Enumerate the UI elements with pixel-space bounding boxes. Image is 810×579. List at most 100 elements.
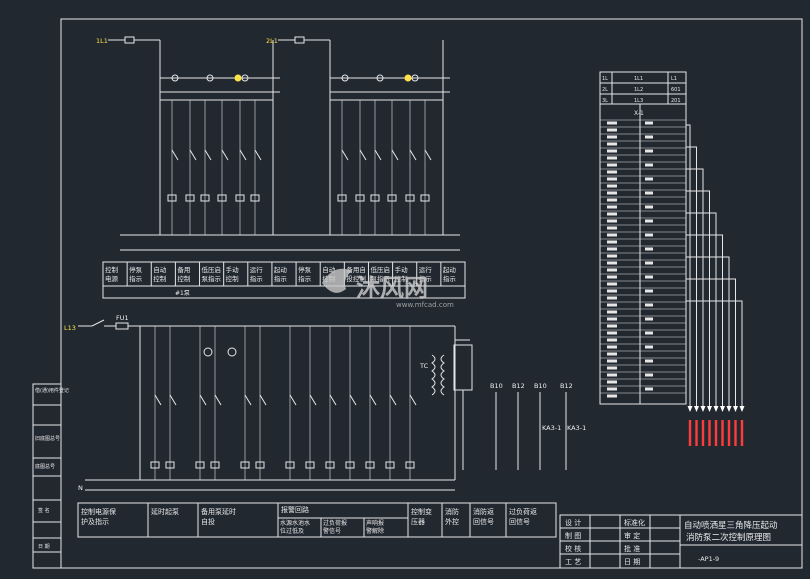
- upper-strip-cell: 运行指示: [419, 265, 433, 283]
- terminal-mark: [607, 352, 617, 356]
- terminal-mark: [645, 135, 653, 139]
- terminal-mark: [645, 359, 653, 363]
- terminal-mark: [607, 184, 617, 188]
- terminal-mark: [607, 366, 617, 370]
- upper-strip-cell: 停泵指示: [298, 265, 312, 283]
- drawing-title-line1: 自动喷洒星三角降压起动: [684, 520, 778, 531]
- term-head-b: 1L2: [634, 87, 643, 93]
- lower-contact: [389, 394, 397, 406]
- signal-label-red: [688, 420, 692, 446]
- label-b2: B12: [512, 382, 525, 390]
- terminal-mark: [645, 345, 653, 349]
- lower-contact: [214, 394, 222, 406]
- watermark-sub: www.mfcad.com: [396, 301, 454, 309]
- upper-lamp: [234, 74, 242, 82]
- terminal-mark: [645, 163, 653, 167]
- lower-coil: [385, 461, 395, 469]
- signal-arrow: [700, 406, 706, 412]
- upper-contact: [391, 149, 399, 161]
- lower-coil: [210, 461, 220, 469]
- terminal-mark: [607, 198, 617, 202]
- terminal-rows: [600, 119, 686, 398]
- terminal-mark: [607, 345, 617, 349]
- terminal-mark: [607, 310, 617, 314]
- drawing-title-line2: 消防泵二次控制原理图: [686, 532, 771, 543]
- signal-arrow: [694, 406, 699, 412]
- terminal-mark: [607, 135, 617, 139]
- selector-terminal: [171, 74, 179, 82]
- term-head-a: 3L: [602, 98, 608, 104]
- terminal-mark: [645, 191, 653, 195]
- signal-label-red: [708, 420, 711, 446]
- terminal-mark: [607, 359, 617, 363]
- upper-coil: [235, 194, 245, 202]
- upper-coil: [337, 194, 347, 202]
- alarm-sub-cell: 过负荷报警信号: [323, 519, 347, 535]
- terminal-mark: [607, 205, 617, 209]
- upper-coil: [200, 194, 210, 202]
- upper-strip-cell: 起动指示: [443, 266, 457, 283]
- upper-strip-cell: 低压启泵指示: [202, 265, 222, 283]
- terminal-mark: [645, 275, 653, 279]
- terminal-table: [599, 71, 687, 405]
- upper-coil: [405, 194, 415, 202]
- signal-arrow: [720, 406, 725, 412]
- signal-arrow: [726, 406, 732, 412]
- signal-label-red: [695, 420, 698, 446]
- terminal-mark: [607, 275, 617, 279]
- lower-strip-cells: 控制电源保护及指示延时起泵备用泵延时自投报警回路控制变压器消防外控消防返回信号过…: [81, 503, 537, 537]
- stamp-4: 签 名: [38, 507, 50, 514]
- label-b4: B12: [560, 382, 573, 390]
- terminal-mark: [607, 191, 617, 195]
- lower-coil: [150, 461, 160, 469]
- upper-coil: [387, 194, 397, 202]
- terminal-mark: [607, 380, 617, 384]
- upper-strip-cell: 手动控制: [226, 265, 240, 283]
- upper-contact: [341, 149, 349, 161]
- lower-coil: [240, 461, 250, 469]
- terminal-mark: [645, 121, 653, 125]
- terminal-mark: [607, 303, 617, 307]
- upper-contact: [424, 149, 432, 161]
- lower-contact: [259, 394, 267, 406]
- signal-arrow: [739, 406, 745, 412]
- title-cell-label: 标准化: [624, 518, 645, 527]
- terminal-mark: [607, 394, 617, 398]
- title-rows: 设 计标准化制 图审 定校 核批 准工 艺日 期: [565, 518, 645, 566]
- terminal-mark: [607, 170, 617, 174]
- lower-coil: [165, 461, 175, 469]
- term-head-c: 601: [671, 87, 681, 93]
- upper-contact: [254, 149, 262, 161]
- signal-line: [686, 168, 704, 408]
- lower-contact: [329, 394, 337, 406]
- lower-lamp: [203, 347, 213, 357]
- selector-terminal: [411, 74, 419, 82]
- lower-coil: [345, 461, 355, 469]
- alarm-sub-cell: 声响报警解除: [366, 519, 384, 535]
- terminal-mark: [607, 261, 617, 265]
- signal-arrow: [707, 406, 712, 412]
- lower-strip-cell: 报警回路: [281, 505, 309, 514]
- lower-coil: [365, 461, 375, 469]
- signal-arrow: [687, 406, 693, 412]
- lower-strip-cell: 消防外控: [445, 507, 459, 526]
- terminal-mark: [607, 282, 617, 286]
- signal-line: [686, 256, 730, 408]
- upper-lamp: [404, 74, 412, 82]
- title-cell-label: 工 艺: [565, 558, 581, 566]
- terminal-mark: [607, 373, 617, 377]
- terminal-mark: [607, 149, 617, 153]
- upper-contact: [204, 149, 212, 161]
- lower-contact: [154, 394, 162, 406]
- label-2l1: 2L1: [266, 37, 278, 45]
- terminal-mark: [645, 177, 653, 181]
- upper-contact: [359, 149, 367, 161]
- terminal-mark: [607, 296, 617, 300]
- title-cell-label: 校 核: [565, 544, 581, 553]
- label-ka32: KA3-1: [567, 424, 586, 432]
- upper-strip-cell: 低压启泵指示: [370, 265, 390, 283]
- lower-strip-cell: 控制变压器: [411, 507, 432, 526]
- upper-contact: [189, 149, 197, 161]
- upper-coil: [370, 194, 380, 202]
- selector-terminal: [341, 74, 349, 82]
